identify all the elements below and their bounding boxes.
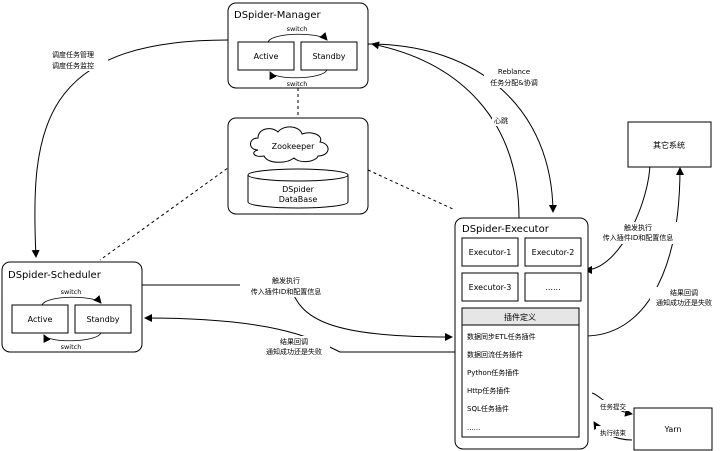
- plugin-item: SQL任务插件: [467, 404, 509, 413]
- manager-active-label: Active: [254, 52, 279, 61]
- plugin-item: 数据同步ETL任务插件: [467, 332, 536, 341]
- scheduler-active-box: [11, 304, 69, 334]
- executor-title: DSpider-Executor: [462, 224, 550, 235]
- plugin-header-bar: [461, 307, 580, 326]
- label-rebalance-1: Reblance: [498, 68, 530, 76]
- label-rebalance-2: 任务分配&协调: [490, 78, 537, 87]
- manager-switch-arrow-bottom: [269, 69, 328, 81]
- manager-standby-box: [300, 41, 358, 71]
- label-mgr-sched-1: 调度任务管理: [52, 50, 94, 59]
- label-trigger-other-1: 触发执行: [624, 223, 652, 232]
- edge-heartbeat: [371, 41, 520, 219]
- scheduler-standby-box: [74, 304, 132, 334]
- label-trigger-sched-1: 触发执行: [272, 276, 300, 285]
- executor-more-box: [524, 272, 582, 302]
- label-callback-other-2: 通知成功还是失败: [656, 298, 712, 307]
- executor-2-label: Executor-2: [532, 248, 575, 257]
- manager-switch-top: switch: [287, 25, 308, 33]
- plugin-panel: [461, 307, 580, 438]
- edge-rebalance: [367, 43, 557, 213]
- zookeeper-node: Zookeeper DSpider DataBase: [227, 117, 369, 215]
- plugin-item: Python任务插件: [467, 368, 519, 377]
- manager-standby-label: Standby: [312, 52, 345, 61]
- edge-zk-scheduler: [99, 164, 233, 261]
- manager-switch-arrow-top: [267, 32, 328, 43]
- edge-labels: 调度任务管理 调度任务监控 Reblance 任务分配&协调 心跳 触发执行 传…: [50, 49, 718, 437]
- executor-3-label: Executor-3: [469, 283, 512, 292]
- yarn-label: Yarn: [664, 425, 682, 434]
- scheduler-title: DSpider-Scheduler: [8, 270, 102, 281]
- edge-manager-scheduler: [31, 39, 229, 258]
- label-callback-sched-1: 结果回调: [280, 337, 308, 346]
- executor-1-box: [461, 237, 519, 267]
- edge-trigger-other: [584, 161, 651, 274]
- label-mgr-sched-2: 调度任务监控: [52, 61, 94, 70]
- edge-callback-scheduler: [144, 314, 455, 353]
- executor-2-box: [524, 237, 582, 267]
- plugin-item: Http任务插件: [467, 386, 510, 395]
- zookeeper-cloud-icon: [250, 126, 329, 163]
- other-system-node: 其它系统: [627, 121, 712, 168]
- plugin-header: 插件定义: [504, 312, 536, 322]
- plugin-item: 数据回流任务插件: [467, 350, 523, 359]
- other-system-label: 其它系统: [653, 140, 685, 150]
- label-trigger-sched-2: 传入插件ID和配置信息: [251, 287, 321, 296]
- executor-node: DSpider-Executor Executor-1 Executor-2 E…: [454, 217, 589, 450]
- scheduler-standby-label: Standby: [86, 315, 119, 324]
- scheduler-active-label: Active: [28, 315, 53, 324]
- scheduler-node: DSpider-Scheduler Active Standby switch …: [1, 261, 143, 353]
- executor-1-label: Executor-1: [469, 248, 512, 257]
- zookeeper-label: Zookeeper: [272, 142, 315, 151]
- database-label-line2: DataBase: [279, 195, 318, 204]
- executor-more-label: ......: [545, 283, 560, 292]
- edge-zk-executor: [367, 169, 456, 211]
- label-callback-sched-2: 通知成功还是失败: [266, 347, 322, 356]
- manager-node: DSpider-Manager Active Standby switch sw…: [227, 2, 369, 89]
- database-icon: [247, 168, 349, 209]
- label-trigger-other-2: 传入插件ID和配置信息: [603, 233, 673, 242]
- manager-switch-bottom: switch: [287, 80, 308, 88]
- label-yarn-submit: 任务提交: [600, 402, 627, 411]
- manager-title: DSpider-Manager: [234, 10, 321, 21]
- scheduler-switch-arrow-bottom: [43, 332, 102, 344]
- database-label-line1: DSpider: [282, 185, 315, 194]
- executor-3-box: [461, 272, 519, 302]
- label-callback-other-1: 结果回调: [670, 288, 698, 297]
- label-heartbeat: 心跳: [494, 116, 508, 125]
- label-yarn-done: 执行结束: [600, 428, 627, 437]
- yarn-node: Yarn: [633, 407, 713, 451]
- plugin-item: ......: [467, 424, 480, 432]
- manager-active-box: [237, 41, 295, 71]
- scheduler-switch-top: switch: [61, 288, 82, 296]
- scheduler-switch-arrow-top: [41, 295, 102, 306]
- scheduler-switch-bottom: switch: [61, 343, 82, 351]
- edge-callback-other: [584, 167, 684, 337]
